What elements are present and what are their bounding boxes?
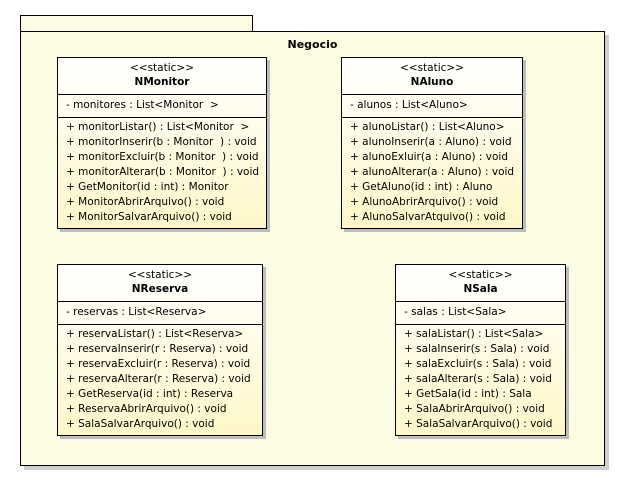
class-operation: + AlunoSalvarAtquivo() : void xyxy=(350,211,506,223)
class-header: <<static>> NAluno xyxy=(342,58,522,95)
class-stereotype: <<static>> xyxy=(399,62,465,74)
class-operation: + alunoExluir(a : Aluno) : void xyxy=(350,151,508,163)
class-operation: + alunoListar() : List<Aluno> xyxy=(350,121,505,133)
class-operation: + AlunoAbrirArquivo() : void xyxy=(350,196,499,208)
class-name: NMonitor xyxy=(134,76,190,88)
class-attributes: - alunos : List<Aluno> xyxy=(342,95,522,118)
class-operation: + alunoAlterar(a : Aluno) : void xyxy=(350,166,515,178)
class-operation: + monitorExcluir(b : Monitor ) : void xyxy=(66,151,259,163)
class-operation: + monitorInserir(b : Monitor ) : void xyxy=(66,136,257,148)
class-operation: + GetAluno(id : int) : Aluno xyxy=(350,181,493,193)
class-operations: + salaListar() : List<Sala> + salaInseri… xyxy=(396,325,565,435)
class-operations: + alunoListar() : List<Aluno> + alunoIns… xyxy=(342,118,522,228)
class-name: NAluno xyxy=(410,76,454,88)
class-operation: + reservaAlterar(r : Reserva) : void xyxy=(66,373,251,385)
class-operation: + monitorAlterar(b : Monitor ) : void xyxy=(66,166,260,178)
class-attribute: - alunos : List<Aluno> xyxy=(350,99,468,111)
class-operations: + monitorListar() : List<Monitor > + mon… xyxy=(58,118,266,228)
class-attributes: - monitores : List<Monitor > xyxy=(58,95,266,118)
class-operation: + SalaSalvarArquivo() : void xyxy=(66,418,215,430)
class-operation: + reservaInserir(r : Reserva) : void xyxy=(66,343,249,355)
class-attributes: - salas : List<Sala> xyxy=(396,302,565,325)
class-stereotype: <<static>> xyxy=(448,269,513,281)
class-stereotype: <<static>> xyxy=(129,62,195,74)
class-attribute: - monitores : List<Monitor > xyxy=(66,99,219,111)
class-operation: + salaAlterar(s : Sala) : void xyxy=(404,373,552,385)
class-header: <<static>> NMonitor xyxy=(58,58,266,95)
class-operations: + reservaListar() : List<Reserva> + rese… xyxy=(58,325,262,435)
class-operation: + SalaSalvarArquivo() : void xyxy=(404,418,553,430)
class-operation: + MonitorSalvarArquivo() : void xyxy=(66,211,232,223)
package-title: Negocio xyxy=(287,38,338,51)
class-attributes: - reservas : List<Reserva> xyxy=(58,302,262,325)
class-name: NReserva xyxy=(131,283,189,295)
class-operation: + GetMonitor(id : int) : Monitor xyxy=(66,181,229,193)
class-name: NSala xyxy=(463,283,498,295)
class-header: <<static>> NReserva xyxy=(58,265,262,302)
class-attribute: - reservas : List<Reserva> xyxy=(66,306,207,318)
class-operation: + MonitorAbrirArquivo() : void xyxy=(66,196,225,208)
class-operation: + reservaListar() : List<Reserva> xyxy=(66,328,244,340)
class-header: <<static>> NSala xyxy=(396,265,565,302)
class-operation: + salaExcluir(s : Sala) : void xyxy=(404,358,552,370)
class-naluno[interactable]: <<static>> NAluno - alunos : List<Aluno>… xyxy=(341,57,523,229)
class-nreserva[interactable]: <<static>> NReserva - reservas : List<Re… xyxy=(57,264,263,436)
class-stereotype: <<static>> xyxy=(127,269,193,281)
class-operation: + GetReserva(id : int) : Reserva xyxy=(66,388,234,400)
class-operation: + salaInserir(s : Sala) : void xyxy=(404,343,550,355)
class-nsala[interactable]: <<static>> NSala - salas : List<Sala> + … xyxy=(395,264,566,436)
class-operation: + monitorListar() : List<Monitor > xyxy=(66,121,250,133)
class-nmonitor[interactable]: <<static>> NMonitor - monitores : List<M… xyxy=(57,57,267,229)
class-operation: + ReservaAbrirArquivo() : void xyxy=(66,403,227,415)
class-operation: + GetSala(id : int) : Sala xyxy=(404,388,532,400)
class-operation: + salaListar() : List<Sala> xyxy=(404,328,544,340)
package-tab xyxy=(20,15,253,32)
class-operation: + SalaAbrirArquivo() : void xyxy=(404,403,545,415)
class-operation: + alunoInserir(a : Aluno) : void xyxy=(350,136,512,148)
class-operation: + reservaExcluir(r : Reserva) : void xyxy=(66,358,251,370)
class-attribute: - salas : List<Sala> xyxy=(404,306,507,318)
